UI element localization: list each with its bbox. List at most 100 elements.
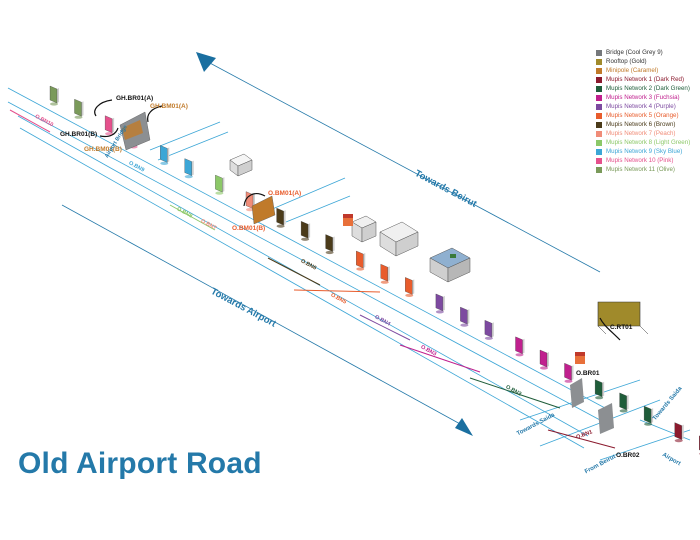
bracket-bn8 [169, 204, 216, 231]
side-street [149, 121, 221, 151]
legend-label: Rooftop (Gold) [606, 58, 647, 65]
legend-swatch [596, 121, 602, 128]
site-label: GH.BM01(A) [150, 103, 188, 110]
mupis-unit [674, 422, 684, 443]
legend-item: Mupis Network 9 (Sky Blue) [596, 147, 700, 156]
legend-swatch [596, 49, 602, 56]
arrow-icon [243, 193, 266, 207]
buildings [229, 153, 585, 364]
legend-swatch [596, 130, 602, 137]
arrow-up-icon [196, 52, 216, 72]
legend-item: Minipole (Caramel) [596, 66, 700, 75]
legend-label: Mupis Network 8 (Light Green) [606, 139, 691, 146]
legend-swatch [596, 76, 602, 83]
mupis-unit [460, 306, 470, 327]
legend-item: Mupis Network 10 (Pink) [596, 156, 700, 165]
towards-beirut-line [207, 61, 601, 273]
bracket-bn3 [399, 344, 481, 373]
arrow-icon [147, 105, 163, 123]
bracket-bn10 [9, 109, 51, 133]
legend-item: Mupis Network 5 (Orange) [596, 111, 700, 120]
direction-lines [61, 52, 601, 436]
mupis-unit [515, 336, 525, 357]
bracket-bn2 [469, 377, 561, 409]
legend-label: Mupis Network 10 (Pink) [606, 157, 674, 164]
bracket-bn5 [293, 289, 381, 293]
map-title: Old Airport Road [18, 447, 262, 480]
site-label: O.BM01(B) [232, 225, 266, 232]
pointer-arrows [94, 99, 621, 341]
legend-item: Rooftop (Gold) [596, 57, 700, 66]
legend-label: Mupis Network 5 (Orange) [606, 112, 679, 119]
legend-swatch [596, 67, 602, 74]
building [351, 215, 377, 243]
mupis-unit [643, 405, 654, 426]
mupis-unit [245, 191, 255, 212]
structures [119, 111, 649, 434]
mupis-unit [276, 207, 286, 228]
legend-label: Mupis Network 6 (Brown) [606, 121, 676, 128]
legend-item: Mupis Network 6 (Brown) [596, 120, 700, 129]
building [379, 221, 419, 257]
mupis-unit [564, 362, 574, 383]
bracket-bn1 [547, 429, 616, 449]
legend-label: Mupis Network 9 (Sky Blue) [606, 148, 683, 155]
legend-item: Mupis Network 4 (Purple) [596, 102, 700, 111]
legend-item: Mupis Network 7 (Peach) [596, 129, 700, 138]
bracket-bn4 [359, 314, 411, 341]
arrow-icon [94, 99, 113, 117]
legend-swatch [596, 166, 602, 173]
road-edge [7, 101, 601, 421]
legend-item: Mupis Network 1 (Dark Red) [596, 75, 700, 84]
side-street [269, 177, 346, 211]
side-street [157, 131, 229, 161]
legend-label: Mupis Network 7 (Peach) [606, 130, 676, 137]
mupis-unit [325, 234, 335, 255]
mupis-unit [356, 250, 366, 271]
mupis-unit [184, 158, 194, 179]
hospital-building [429, 247, 471, 283]
mupis-unit [74, 98, 84, 119]
site-label: O.BR02 [616, 452, 640, 459]
mupis-unit [104, 115, 115, 136]
mupis-unit [594, 379, 605, 400]
arrow-icon [99, 127, 119, 138]
bridge-o-bm01 [251, 195, 276, 225]
mupis-unit [49, 85, 59, 106]
legend-swatch [596, 85, 602, 92]
legend-swatch [596, 139, 602, 146]
legend-label: Mupis Network 4 (Purple) [606, 103, 676, 110]
mupis-unit [160, 145, 170, 165]
legend-item: Mupis Network 8 (Light Green) [596, 138, 700, 147]
legend-swatch [596, 58, 602, 65]
road-edge [19, 127, 585, 449]
mupis-unit [300, 221, 311, 241]
mupis-unit [380, 263, 390, 284]
arrow-icon [599, 317, 621, 341]
legend-swatch [596, 94, 602, 101]
side-street [285, 195, 351, 223]
legend-label: Minipole (Caramel) [606, 67, 659, 74]
network-brackets [9, 109, 616, 449]
legend-swatch [596, 148, 602, 155]
small-building [229, 153, 253, 177]
mupis-unit [405, 277, 415, 297]
legend-item: Mupis Network 3 (Fuchsia) [596, 93, 700, 102]
towards-airport-line [61, 204, 463, 426]
legend: Bridge (Cool Grey 9)Rooftop (Gold)Minipo… [596, 48, 700, 174]
legend-swatch [596, 112, 602, 119]
legend-label: Mupis Network 11 (Olive) [606, 166, 675, 173]
road-edge [7, 87, 606, 409]
mupis-unit [435, 293, 445, 314]
mupis-unit [619, 392, 629, 413]
legend-item: Mupis Network 11 (Olive) [596, 165, 700, 174]
bridge-gh-br01 [119, 111, 151, 151]
shop-icon [575, 352, 585, 364]
site-label: GH.BR01(B) [60, 131, 98, 138]
bridge-o-br01 [570, 378, 584, 408]
bracket-bn6 [267, 257, 321, 286]
mupis-unit [539, 349, 549, 370]
shop-icon [343, 214, 353, 226]
